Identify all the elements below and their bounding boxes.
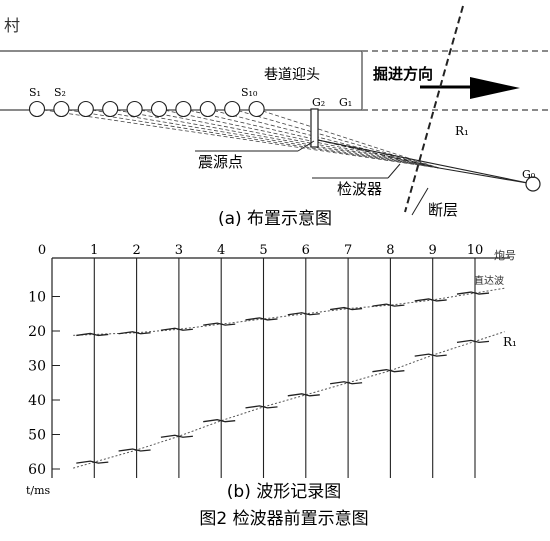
direct-wave-label: 直达波 [474,274,504,287]
geophone-label: 检波器 [337,180,382,198]
direct-wave-arrival [76,332,109,337]
direct-wave-arrival [160,327,193,331]
direct-wave-arrival [372,303,405,307]
waveform-record: 0 1 2 3 4 5 6 7 8 9 10 10 20 30 40 50 60 炮号 t/ms 直达波 R₁… [26,243,517,502]
trace-tick-label: 0 [38,243,46,258]
ray-path [134,108,440,169]
receiver-label-g2: G₂ [312,96,325,109]
source-point [102,100,119,118]
direct-wave-arrival [118,331,151,335]
direct-wave-arrival [330,306,363,311]
source-label-s1: S₁ [29,86,41,99]
time-axis-label: t/ms [26,484,51,497]
ray-path [61,108,440,169]
trace-tick-label: 5 [259,243,267,258]
layout-diagram: 村 巷道迎头 掘进方向 R₁ S₁ S₂ S₁₀ G₂ G₁ G₀ 震源点 检波… [0,5,550,229]
ray-path [85,108,440,169]
fault-callout-line [411,187,429,216]
ray-path [232,108,440,169]
reflection-wave-arrival [118,448,151,452]
direct-wave-arrival [287,312,320,316]
source-point [150,100,168,118]
reflection-wave-arrival [330,381,363,385]
time-tick-label: 10 [28,290,46,306]
direct-wave-arrival [203,322,236,326]
trace-tick-label: 7 [344,243,352,258]
trace-tick-label: 3 [175,243,183,258]
corner-mark: 村 [4,16,20,35]
reflection-wave-label: R₁ [503,335,517,349]
reflection-wave-arrival [203,419,236,423]
trace-tick-label: 1 [90,243,98,258]
source-point [77,100,94,118]
trace-tick-label: 6 [302,243,310,258]
tunnel-head-label: 巷道迎头 [264,67,320,83]
source-point [28,100,46,118]
reflection-wave-arrival [287,393,320,397]
trace-tick-label: 10 [467,243,484,258]
trace-ticks: 0 1 2 3 4 5 6 7 8 9 10 [38,243,483,258]
receiver-label-g0: G₀ [522,168,536,181]
trace-lines [93,258,476,478]
source-label-s2: S₂ [54,86,66,99]
ray-path [110,108,440,169]
time-ticks: 10 20 30 40 50 60 [28,290,60,478]
ray-path [36,108,440,169]
reflection-wave-arrival [372,369,405,373]
direct-wave-curve [73,287,505,336]
ray-path [158,108,440,169]
time-tick-label: 30 [28,359,46,375]
source-label-s10: S₁₀ [241,86,258,99]
direction-label: 掘进方向 [373,65,433,83]
trace-tick-label: 2 [132,243,140,258]
receiver-g0 [525,176,541,192]
ray-path [207,108,440,169]
time-tick-label: 50 [28,428,46,444]
reflection-wave-arrival [245,405,278,409]
wave-events [73,287,505,469]
reflection-wave-arrival [76,460,109,464]
time-tick-label: 20 [28,324,46,340]
reflection-wave-curve [73,331,505,469]
time-tick-label: 60 [28,462,46,478]
source-point-label: 震源点 [198,153,243,171]
geophone-rod [310,108,319,148]
source-point [199,100,216,118]
caption-b: (b) 波形记录图 [227,482,341,502]
reflection-label: R₁ [455,124,469,138]
reflection-wave-arrival [456,339,490,344]
trace-tick-label: 9 [429,243,437,258]
direct-wave-arrival [414,298,447,302]
trace-tick-label: 8 [386,243,394,258]
ray-paths [36,108,534,185]
source-point [126,100,143,118]
direction-arrow-head [470,77,520,99]
source-point [175,100,192,118]
source-point [224,100,241,118]
direct-wave-arrival [245,317,278,321]
trace-axis-label: 炮号 [494,249,516,262]
source-point [53,100,70,118]
figure-caption: 图2 检波器前置示意图 [199,509,368,529]
reflection-wave-arrival [160,434,193,438]
fault-label: 断层 [428,201,458,219]
trace-tick-label: 4 [217,243,225,258]
direct-ray [317,139,534,185]
source-points [28,100,265,118]
source-point [248,100,265,118]
receiver-label-g1: G₁ [339,96,352,109]
fault-line [404,5,464,213]
fault-ray [317,139,440,169]
time-tick-label: 40 [28,393,46,409]
reflection-wave-arrival [414,353,447,357]
direct-wave-arrival [456,291,490,295]
caption-a: (a) 布置示意图 [218,209,332,229]
